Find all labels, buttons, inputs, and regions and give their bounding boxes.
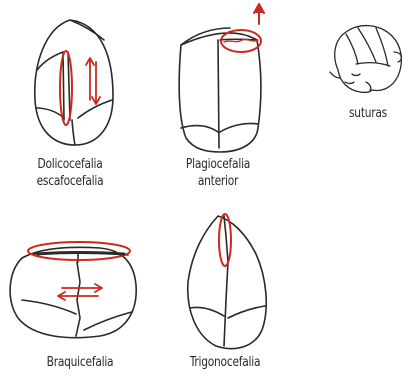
skull-plagiocefalia [179, 28, 261, 152]
up-arrow-icon [254, 4, 264, 24]
skull-dolicocefalia [35, 20, 113, 145]
label-plagiocefalia-line1: Plagiocefalia [169, 156, 267, 173]
label-dolicocefalia-line1: Dolicocefalia [21, 156, 119, 173]
label-suturas: suturas [337, 105, 399, 122]
vertical-double-arrow-icon [86, 58, 100, 104]
label-plagiocefalia-line2: anterior [169, 173, 267, 190]
label-dolicocefalia: Dolicocefalia escafocefalia [21, 156, 119, 190]
label-braquicefalia: Braquicefalia [31, 354, 129, 371]
label-trigonocefalia: Trigonocefalia [176, 354, 274, 371]
label-dolicocefalia-line2: escafocefalia [21, 173, 119, 190]
highlight-sagittal-suture [60, 51, 72, 125]
label-plagiocefalia: Plagiocefalia anterior [169, 156, 267, 190]
skull-trigonocefalia [188, 216, 267, 349]
baby-head-sutures [330, 26, 401, 93]
